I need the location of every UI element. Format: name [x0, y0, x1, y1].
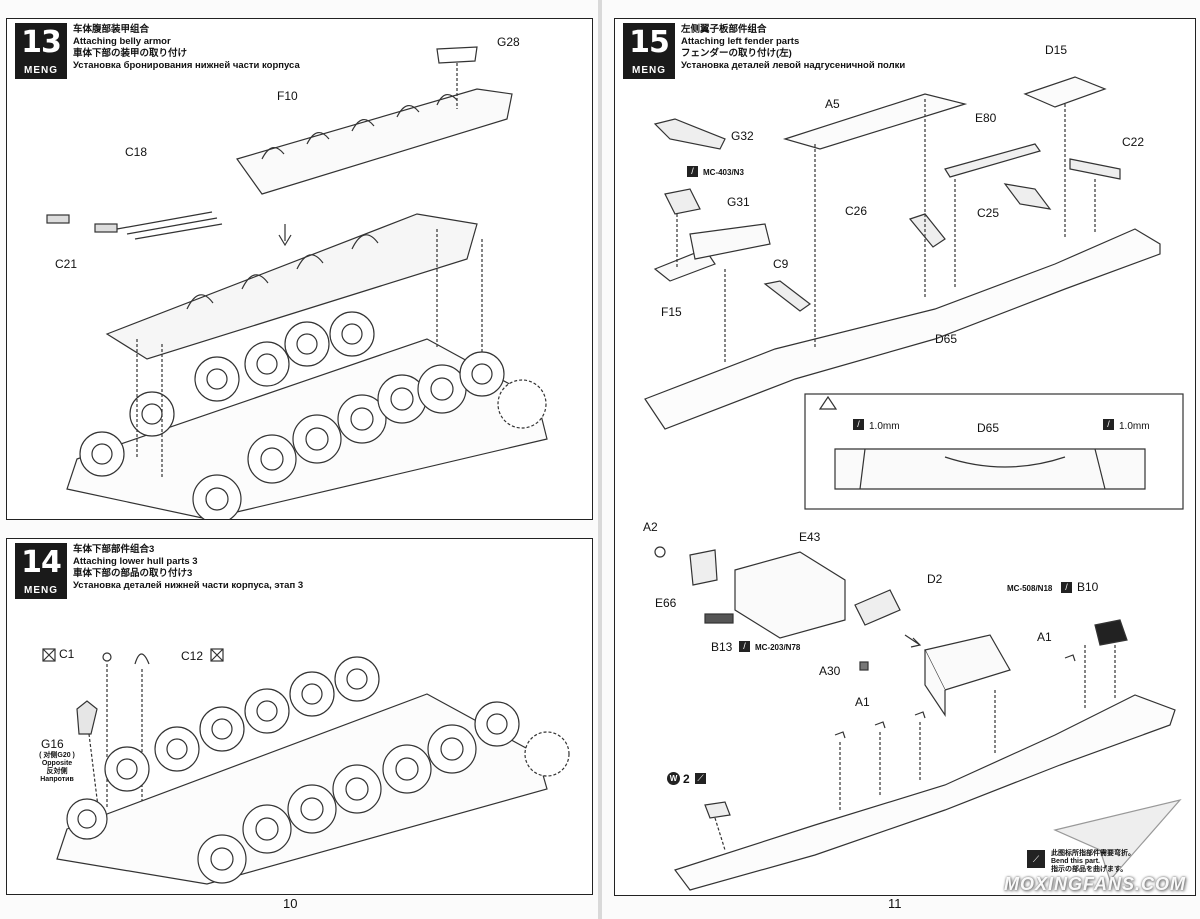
label-c18: C18: [125, 145, 148, 159]
opposite-note-en: Opposite: [41, 760, 73, 767]
label-w2: 2: [683, 772, 690, 786]
paint-brush-icon: /: [739, 641, 750, 652]
paint-brush-icon: /: [1061, 582, 1072, 593]
label-f15: F15: [661, 305, 682, 319]
title-en: Attaching left fender parts: [681, 36, 800, 47]
label-g28: G28: [497, 35, 520, 49]
fender-parts-diagram: [654, 546, 1182, 891]
label-e66: E66: [655, 596, 677, 610]
label-c22: C22: [1122, 135, 1145, 149]
page-number-left: 10: [283, 896, 298, 911]
meng-logo: MENG: [24, 65, 58, 76]
label-c25: C25: [977, 206, 1000, 220]
page-gutter: [598, 0, 602, 919]
lower-hull-diagram: [42, 648, 570, 885]
step-15-panel: 15 MENG 左侧翼子板部件组合 Attaching left fender …: [614, 18, 1196, 520]
title-ru: Установка деталей левой надгусеничной по…: [681, 60, 906, 71]
warning-icon: [818, 400, 836, 414]
label-c9: C9: [773, 257, 789, 271]
title-ja: 車体下部の装甲の取り付け: [73, 48, 188, 59]
paint-brush-icon: /: [687, 166, 698, 177]
title-ja: 車体下部の部品の取り付け3: [73, 568, 193, 579]
drill-size-right: 1.0mm: [1119, 421, 1150, 432]
step-15-titles: 左侧翼子板部件组合 Attaching left fender parts フェ…: [681, 24, 905, 72]
right-page: 15 MENG 左侧翼子板部件组合 Attaching left fender …: [602, 0, 1200, 919]
step-number: 14: [21, 545, 62, 580]
drill-icon: /: [853, 419, 864, 430]
step-number: 15: [629, 25, 670, 60]
label-c26: C26: [845, 204, 868, 218]
step-15-badge: 15 MENG: [623, 23, 675, 79]
opposite-note: ( 对侧G20 ) Opposite 反対側 Напротив: [35, 752, 79, 784]
label-d15: D15: [1045, 43, 1068, 57]
left-page: 13 MENG 车体腹部装甲组合 Attaching belly armor 車…: [0, 0, 598, 919]
title-zh: 车体下部部件组合3: [73, 544, 155, 555]
opposite-note-zh: ( 对侧G20 ): [39, 752, 75, 759]
step-16-panel: A2 E43 D2 E66 B13 / MC-203/N78 A30 MC-50…: [614, 510, 1196, 896]
drill-size-left: 1.0mm: [869, 421, 900, 432]
step-13-panel: 13 MENG 车体腹部装甲组合 Attaching belly armor 車…: [6, 18, 593, 520]
title-en: Attaching lower hull parts 3: [73, 556, 198, 567]
belly-armor-diagram: [46, 46, 548, 519]
title-zh: 车体腹部装甲组合: [73, 24, 150, 35]
label-a30: A30: [819, 664, 841, 678]
bend-note: 此图标所指部件需要弯折。 Bend this part. 指示の部品を曲げます。: [1051, 850, 1135, 874]
label-e43: E43: [799, 530, 821, 544]
bend-icon: ⟋: [695, 773, 706, 784]
label-a1-center: A1: [855, 695, 870, 709]
page-number-right: 11: [888, 896, 902, 911]
label-c1: C1: [59, 647, 75, 661]
w-icon: W: [667, 772, 680, 785]
meng-logo: MENG: [24, 585, 58, 596]
bend-icon: ⟋: [1027, 850, 1045, 868]
opposite-note-ru: Напротив: [40, 776, 74, 783]
opposite-note-ja: 反対側: [46, 768, 68, 775]
label-c21: C21: [55, 257, 78, 271]
label-a1-right: A1: [1037, 630, 1052, 644]
step-14-badge: 14 MENG: [15, 543, 67, 599]
detail-part-label: D65: [977, 421, 1000, 435]
meng-logo: MENG: [632, 65, 666, 76]
bend-note-ja: 指示の部品を曲げます。: [1051, 866, 1128, 873]
label-g32: G32: [731, 129, 754, 143]
title-zh: 左侧翼子板部件组合: [681, 24, 767, 35]
label-a2: A2: [643, 520, 658, 534]
watermark: MOXINGFANS.COM: [1003, 874, 1186, 894]
step-14-panel: 14 MENG 车体下部部件组合3 Attaching lower hull p…: [6, 538, 593, 895]
step-14-titles: 车体下部部件组合3 Attaching lower hull parts 3 車…: [73, 544, 303, 592]
step-13-badge: 13 MENG: [15, 23, 67, 79]
drill-icon: /: [1103, 419, 1114, 430]
label-paint-mc508: MC-508/N18: [1007, 584, 1053, 593]
title-ru: Установка деталей нижней части корпуса, …: [73, 580, 304, 591]
left-fender-diagram: [644, 76, 1184, 510]
title-ru: Установка бронирования нижней части корп…: [73, 60, 300, 71]
label-g31: G31: [727, 195, 750, 209]
label-e80: E80: [975, 111, 997, 125]
step-13-titles: 车体腹部装甲组合 Attaching belly armor 車体下部の装甲の取…: [73, 24, 300, 72]
label-g16: G16: [41, 737, 64, 751]
label-f10: F10: [277, 89, 298, 103]
title-en: Attaching belly armor: [73, 36, 171, 47]
label-b13: B13: [711, 640, 733, 654]
label-paint-mc203: MC-203/N78: [755, 643, 801, 652]
label-a5: A5: [825, 97, 840, 111]
label-c12: C12: [181, 649, 204, 663]
step-number: 13: [21, 25, 62, 60]
title-ja: フェンダーの取り付け(左): [681, 48, 792, 59]
label-paint-mc403: MC-403/N3: [703, 168, 744, 177]
bend-note-zh: 此图标所指部件需要弯折。: [1051, 850, 1135, 857]
label-d2: D2: [927, 572, 943, 586]
label-b10: B10: [1077, 580, 1099, 594]
bend-note-en: Bend this part.: [1051, 858, 1101, 865]
label-d65: D65: [935, 332, 958, 346]
